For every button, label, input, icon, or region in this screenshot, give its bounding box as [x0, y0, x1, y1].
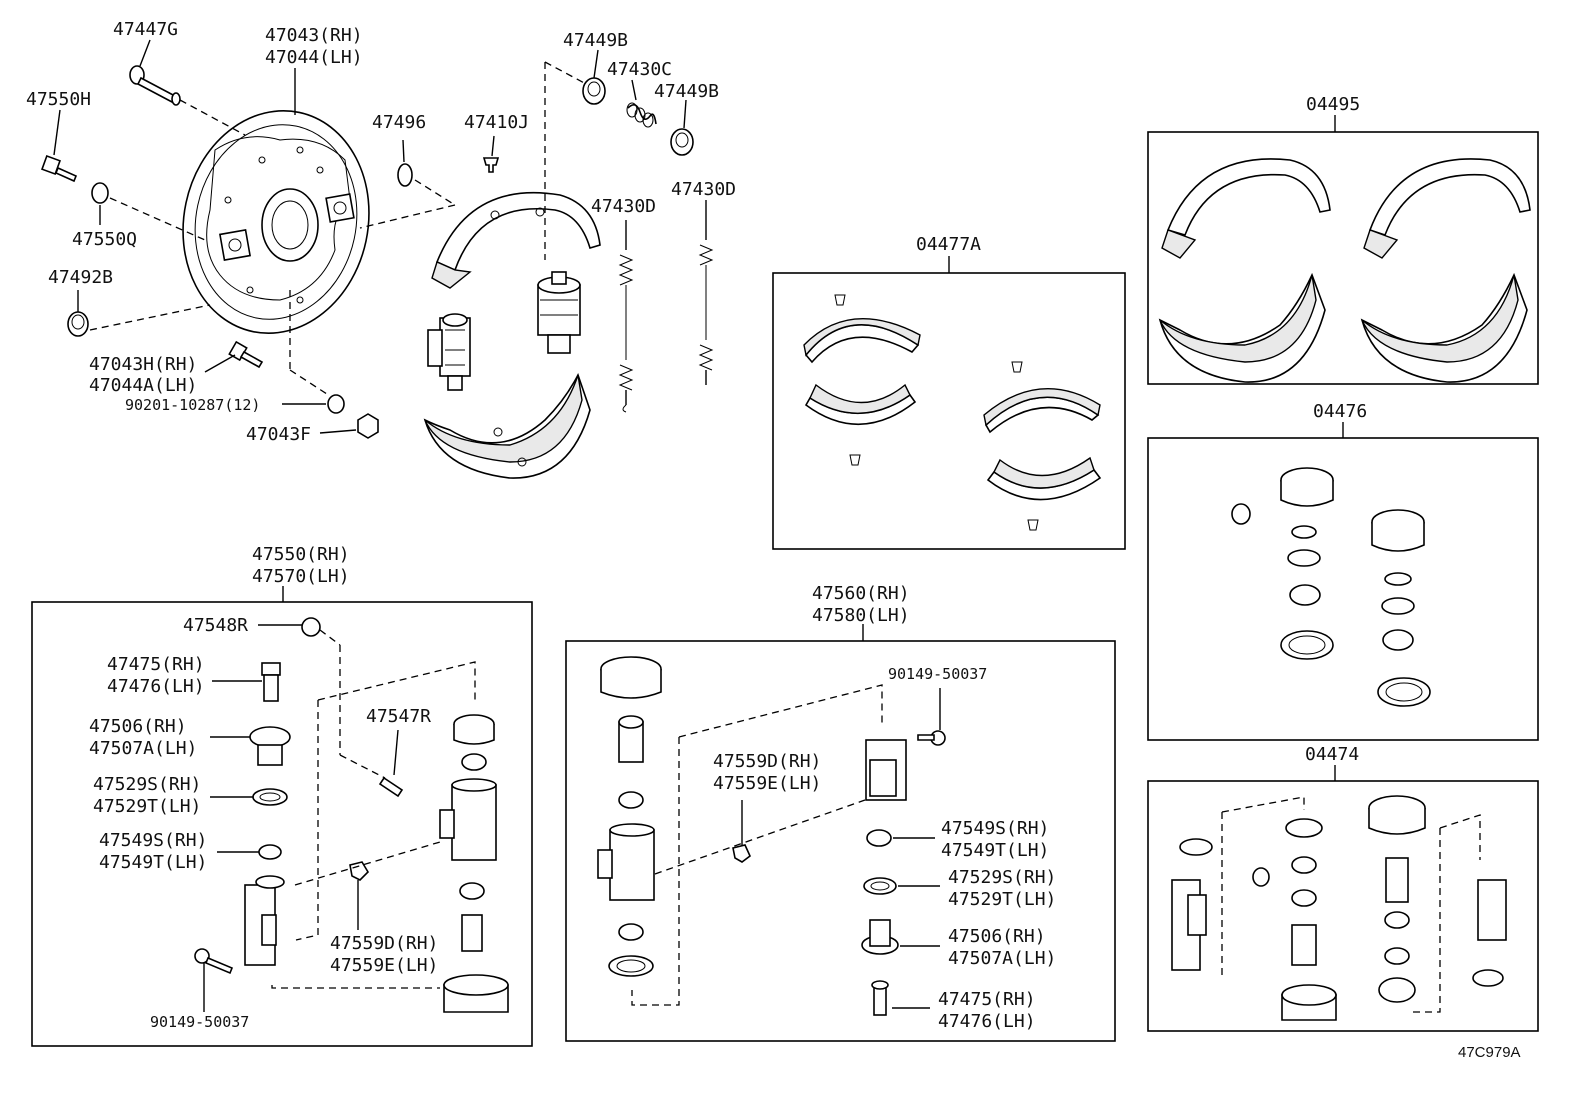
- label-cup-lh-right: 47529T(LH): [948, 889, 1056, 910]
- label-47430C: 47430C: [607, 59, 672, 80]
- label-04495: 04495: [1306, 94, 1360, 115]
- spring-47430D-left: [618, 220, 634, 413]
- label-clip-rh-right: 47559D(RH): [713, 751, 821, 772]
- label-piston-lh-right: 47507A(LH): [948, 948, 1056, 969]
- label-plate-lh: 47044(LH): [265, 47, 363, 68]
- label-bleeder-rh-right: 47475(RH): [938, 989, 1036, 1010]
- label-cup-rh-right: 47529S(RH): [948, 867, 1056, 888]
- kit-box-04474: [1147, 765, 1539, 1032]
- label-piston-lh-left: 47507A(LH): [89, 738, 197, 759]
- adjuster-left: [427, 313, 471, 391]
- label-47560-rh: 47560(RH): [812, 583, 910, 604]
- pin-47410J: [482, 157, 500, 173]
- diagram-reference: 47C979A: [1458, 1044, 1521, 1061]
- backing-plate-group: [41, 39, 714, 479]
- cap-47449B-upper: [582, 77, 606, 105]
- label-47447G: 47447G: [113, 19, 178, 40]
- label-90149-left: 90149-50037: [150, 1013, 249, 1031]
- kit-box-04477A: [772, 256, 1126, 550]
- label-clip-rh-left: 47559D(RH): [330, 933, 438, 954]
- label-seal-rh-left: 47549S(RH): [99, 830, 207, 851]
- brake-shoe-upper: [431, 191, 601, 289]
- cap-47449B-lower: [670, 128, 694, 156]
- label-47430D-2: 47430D: [671, 179, 736, 200]
- bolt-47447G: [129, 65, 181, 106]
- label-04474: 04474: [1305, 744, 1359, 765]
- label-cup-lh-left: 47529T(LH): [93, 796, 201, 817]
- label-04476: 04476: [1313, 401, 1367, 422]
- label-47449B-1: 47449B: [563, 30, 628, 51]
- label-clip-lh-left: 47559E(LH): [330, 955, 438, 976]
- label-47043F: 47043F: [246, 424, 311, 445]
- washer-90201: [327, 394, 345, 414]
- label-bolt-lh: 47044A(LH): [89, 375, 197, 396]
- label-47580-lh: 47580(LH): [812, 605, 910, 626]
- label-seal-rh-right: 47549S(RH): [941, 818, 1049, 839]
- cylinder-box-right: [565, 624, 1116, 1042]
- label-47550H: 47550H: [26, 89, 91, 110]
- label-47550Q: 47550Q: [72, 229, 137, 250]
- label-cup-rh-left: 47529S(RH): [93, 774, 201, 795]
- label-47430D-1: 47430D: [591, 196, 656, 217]
- label-90201: 90201-10287(12): [125, 396, 260, 414]
- label-bleeder-lh-left: 47476(LH): [107, 676, 205, 697]
- nut-47043F: [357, 413, 379, 439]
- label-04477A: 04477A: [916, 234, 981, 255]
- label-47410J: 47410J: [464, 112, 529, 133]
- wheel-cylinder-center: [537, 271, 581, 354]
- label-47548R: 47548R: [183, 615, 248, 636]
- label-90149-right: 90149-50037: [888, 665, 987, 683]
- label-clip-lh-right: 47559E(LH): [713, 773, 821, 794]
- label-seal-lh-left: 47549T(LH): [99, 852, 207, 873]
- bolt-47550H: [41, 155, 78, 183]
- label-plate-rh: 47043(RH): [265, 25, 363, 46]
- label-seal-lh-right: 47549T(LH): [941, 840, 1049, 861]
- label-bolt-rh: 47043H(RH): [89, 354, 197, 375]
- label-47547R: 47547R: [366, 706, 431, 727]
- label-bleeder-rh-left: 47475(RH): [107, 654, 205, 675]
- spring-47430C: [626, 102, 657, 128]
- label-bleeder-lh-right: 47476(LH): [938, 1011, 1036, 1032]
- label-47496: 47496: [372, 112, 426, 133]
- plug-47492B: [67, 311, 89, 337]
- washer-47550Q: [91, 182, 109, 204]
- label-47492B: 47492B: [48, 267, 113, 288]
- kit-box-04495: [1147, 115, 1539, 385]
- labels: 47447G 47043(RH) 47044(LH) 47550H 47550Q…: [26, 19, 1521, 1061]
- spring-47430D-right: [698, 200, 714, 385]
- label-piston-rh-right: 47506(RH): [948, 926, 1046, 947]
- label-piston-rh-left: 47506(RH): [89, 716, 187, 737]
- cylinder-box-left: [31, 586, 533, 1047]
- brake-shoe-lower: [423, 372, 591, 479]
- label-47550-rh: 47550(RH): [252, 544, 350, 565]
- bolt-47043H: [228, 340, 264, 369]
- clip-47496: [397, 163, 413, 187]
- label-47570-lh: 47570(LH): [252, 566, 350, 587]
- kit-box-04476: [1147, 422, 1539, 741]
- label-47449B-2: 47449B: [654, 81, 719, 102]
